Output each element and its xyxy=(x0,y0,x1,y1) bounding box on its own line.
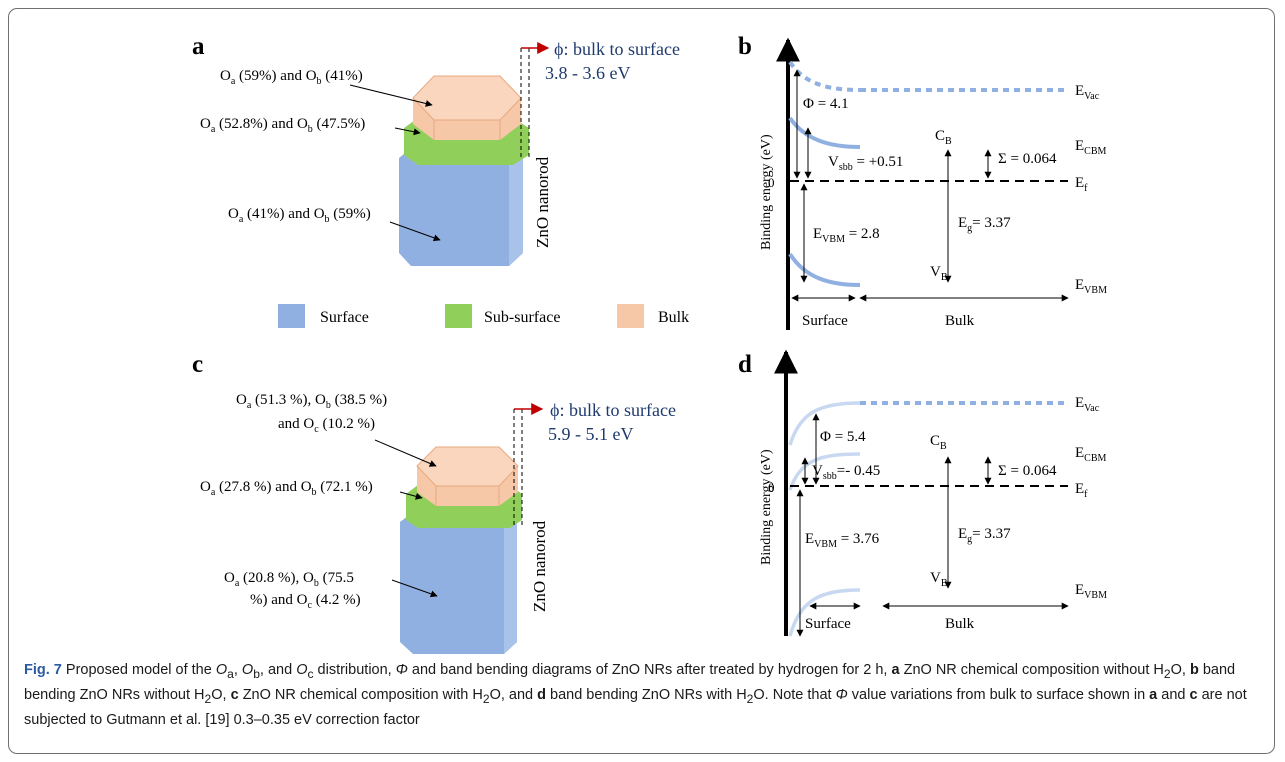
vbm-label-b: EVBM xyxy=(1075,277,1107,296)
caption-lead: Fig. 7 xyxy=(24,662,62,678)
label-c-subsurface: Oa (27.8 %) and Ob (72.1 %) xyxy=(200,479,373,498)
vbm-label-d: EVBM xyxy=(1075,582,1107,601)
panel-d: d Binding energy (eV) 0 EVac ECBM CB Ef … xyxy=(738,349,1107,637)
figure-frame xyxy=(8,8,1275,754)
label-c-bulk-1: Oa (51.3 %), Ob (38.5 %) xyxy=(236,392,387,411)
legend: Surface Sub-surface Bulk xyxy=(278,304,689,328)
eg-d: Eg= 3.37 xyxy=(958,526,1011,545)
label-c-surface-1: Oa (20.8 %), Ob (75.5 xyxy=(224,570,354,589)
surface-layer xyxy=(399,148,523,266)
cb-label-d: CB xyxy=(930,433,947,452)
cbm-label-b: ECBM xyxy=(1075,138,1107,157)
phi-text-a: ϕ: bulk to surface xyxy=(554,39,680,59)
ef-label-d: Ef xyxy=(1075,481,1088,500)
nanorod-label-c: ZnO nanorod xyxy=(530,520,549,612)
evac-label-d: EVac xyxy=(1075,395,1100,414)
evbm-d: EVBM = 3.76 xyxy=(805,531,880,550)
sigma-d: Σ = 0.064 xyxy=(998,463,1057,479)
label-a-subsurface: Oa (52.8%) and Ob (47.5%) xyxy=(200,116,365,135)
legend-swatch-subsurface xyxy=(445,304,472,328)
bulk-d: Bulk xyxy=(945,616,975,632)
phi-range-c: 5.9 - 5.1 eV xyxy=(548,424,633,444)
evbm-b: EVBM = 2.8 xyxy=(813,226,880,245)
phi-range-a: 3.8 - 3.6 eV xyxy=(545,63,630,83)
panel-a: a ϕ: bulk to surface 3.8 - 3.6 eV ZnO na… xyxy=(192,33,689,328)
surface-b: Surface xyxy=(802,313,848,329)
vsbb-b: Vsbb = +0.51 xyxy=(828,154,903,173)
surface-d: Surface xyxy=(805,616,851,632)
cbm-label-d: ECBM xyxy=(1075,445,1107,464)
nanorod-c xyxy=(400,446,522,654)
panel-c-letter: c xyxy=(192,351,203,378)
nanorod-a xyxy=(399,75,529,266)
sigma-b: Σ = 0.064 xyxy=(998,151,1057,167)
y-axis-label-b: Binding energy (eV) xyxy=(759,134,774,250)
y-axis-label-d: Binding energy (eV) xyxy=(759,449,774,565)
phi-b: Φ = 4.1 xyxy=(803,96,849,112)
cb-label-b: CB xyxy=(935,128,952,147)
panel-a-letter: a xyxy=(192,33,205,60)
vb-label-d: VB xyxy=(930,570,948,589)
panel-b: b Binding energy (eV) 0 EVac ECBM CB Ef … xyxy=(738,33,1107,330)
legend-swatch-surface xyxy=(278,304,305,328)
phi-text-c: ϕ: bulk to surface xyxy=(550,400,676,420)
label-c-surface-2: %) and Oc (4.2 %) xyxy=(250,592,361,611)
eg-b: Eg= 3.37 xyxy=(958,215,1011,234)
legend-label-bulk: Bulk xyxy=(658,309,689,326)
figure-caption: Fig. 7 Proposed model of the Oa, Ob, and… xyxy=(24,662,1247,728)
legend-label-subsurface: Sub-surface xyxy=(484,309,560,326)
panel-d-letter: d xyxy=(738,351,752,378)
label-a-bulk: Oa (59%) and Ob (41%) xyxy=(220,68,363,87)
bulk-b: Bulk xyxy=(945,313,975,329)
label-c-bulk-2: and Oc (10.2 %) xyxy=(278,416,375,435)
label-a-surface: Oa (41%) and Ob (59%) xyxy=(228,206,371,225)
phi-d: Φ = 5.4 xyxy=(820,429,866,445)
legend-swatch-bulk xyxy=(617,304,644,328)
legend-label-surface: Surface xyxy=(320,309,369,326)
zero-b: 0 xyxy=(768,175,775,190)
nanorod-label-a: ZnO nanorod xyxy=(533,156,552,248)
zero-d: 0 xyxy=(768,480,775,495)
panel-b-letter: b xyxy=(738,33,752,60)
vb-label-b: VB xyxy=(930,264,948,283)
evac-label-b: EVac xyxy=(1075,83,1100,102)
ef-label-b: Ef xyxy=(1075,175,1088,194)
vsbb-d: Vsbb=- 0.45 xyxy=(812,463,880,482)
panel-c: c ϕ: bulk to surface 5.9 - 5.1 eV ZnO na… xyxy=(192,351,676,654)
